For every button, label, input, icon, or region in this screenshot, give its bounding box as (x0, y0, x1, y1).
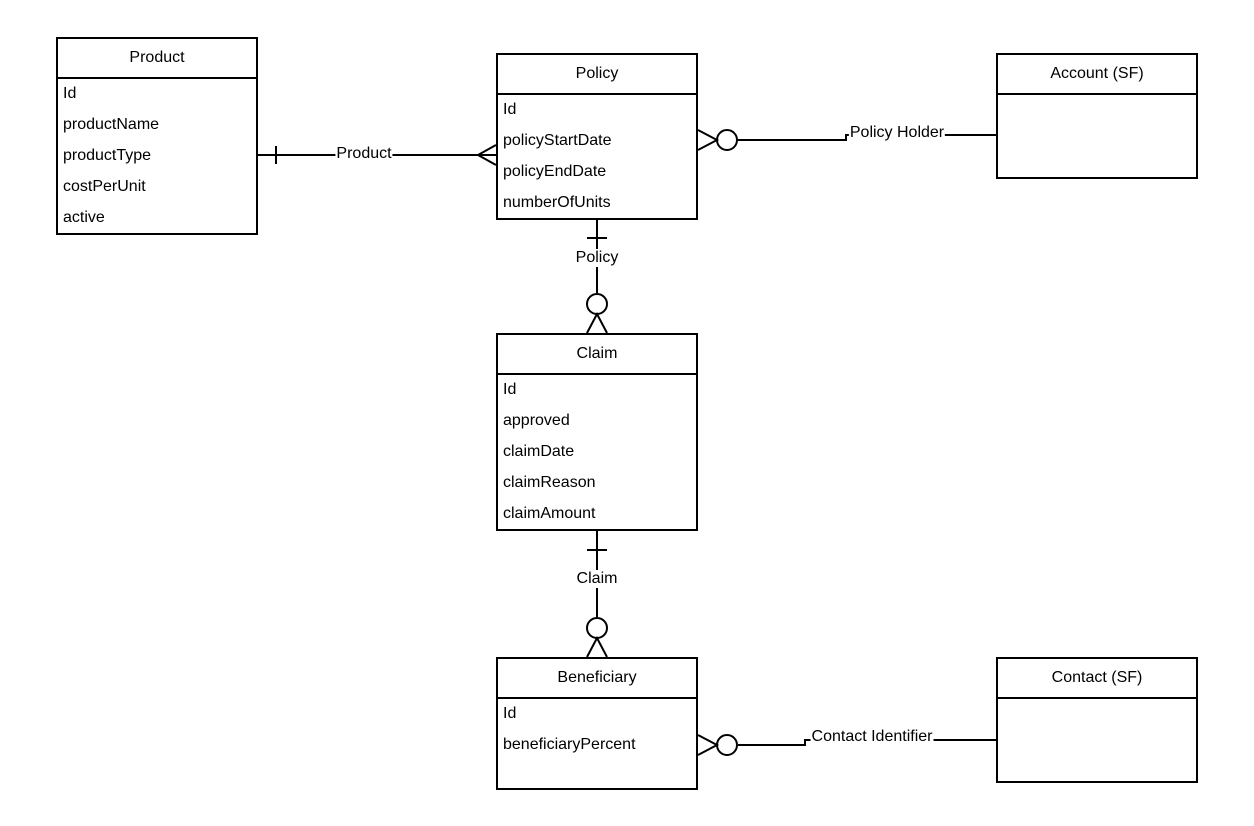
entity-attribute: Id (503, 381, 517, 398)
entity-attributes: Id approved claimDate claimReason claimAmoun… (498, 375, 696, 534)
crowsfoot-marker (477, 144, 497, 166)
crowsfoot-marker (586, 635, 608, 658)
entity-attribute: numberOfUnits (503, 194, 611, 211)
entity-attribute: claimDate (503, 443, 575, 460)
entity-attribute: beneficiaryPercent (503, 736, 636, 753)
entity-attributes (998, 95, 1196, 99)
entity-attribute: claimReason (503, 474, 596, 491)
entity-title: Beneficiary (498, 659, 696, 699)
relationship-label-product-policy: Product (335, 145, 393, 163)
entity-attribute: claimAmount (503, 505, 596, 522)
entity-attribute: approved (503, 412, 570, 429)
entity-attributes: Id beneficiaryPercent (498, 699, 696, 765)
entity-attribute: active (63, 209, 105, 226)
crowsfoot-marker (586, 311, 608, 334)
entity-contact: Contact (SF) (996, 657, 1198, 783)
entity-attribute: Id (503, 705, 517, 722)
entity-attributes: Id policyStartDate policyEndDate numberOfUn… (498, 95, 696, 223)
zero-circle-marker (716, 734, 738, 756)
entity-attribute: costPerUnit (63, 178, 146, 195)
entity-title: Contact (SF) (998, 659, 1196, 699)
crowsfoot-marker (697, 734, 720, 756)
entity-attribute: policyEndDate (503, 163, 607, 180)
zero-circle-marker (586, 617, 608, 639)
entity-attribute: productName (63, 116, 160, 133)
zero-circle-marker (586, 293, 608, 315)
entity-attribute: productType (63, 147, 152, 164)
relationship-label-beneficiary-contact: Contact Identifier (810, 728, 934, 746)
entity-attribute: Id (63, 85, 77, 102)
relationship-label-policy-claim: Policy (574, 249, 620, 267)
entity-title: Account (SF) (998, 55, 1196, 95)
entity-attributes (998, 699, 1196, 703)
crowsfoot-marker (697, 129, 720, 151)
entity-attributes: Id productName productType costPerUnit activ… (58, 79, 256, 238)
entity-account: Account (SF) (996, 53, 1198, 179)
entity-title: Claim (498, 335, 696, 375)
entity-attribute: Id (503, 101, 517, 118)
relationship-label-claim-beneficiary: Claim (575, 570, 619, 588)
entity-title: Policy (498, 55, 696, 95)
relationship-label-policy-account: Policy Holder (848, 124, 946, 142)
entity-title: Product (58, 39, 256, 79)
zero-circle-marker (716, 129, 738, 151)
entity-attribute: policyStartDate (503, 132, 612, 149)
